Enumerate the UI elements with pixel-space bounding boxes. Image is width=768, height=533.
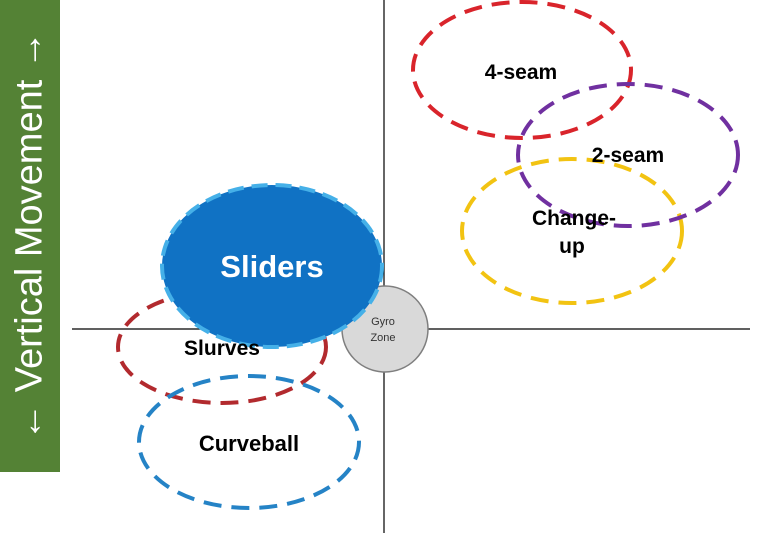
sliders-label: Sliders [220,249,323,284]
four-seam-zone [411,0,633,140]
changeup-label-line2: up [559,235,585,258]
curveball-label: Curveball [199,431,299,456]
slurves-label: Slurves [184,337,260,360]
four-seam-label: 4-seam [485,61,557,84]
curveball-zone [137,374,361,510]
sliders-zone [160,183,384,349]
vertical-axis-label-bar: ← Vertical Movement → [0,0,60,472]
gyro-label-line1: Gyro [371,316,395,328]
two-seam-label: 2-seam [592,144,664,167]
two-seam-zone [516,82,740,228]
gyro-label-line2: Zone [370,332,395,344]
slurves-zone [116,289,328,405]
changeup-zone [460,157,684,305]
changeup-label-line1: Change- [532,207,616,230]
